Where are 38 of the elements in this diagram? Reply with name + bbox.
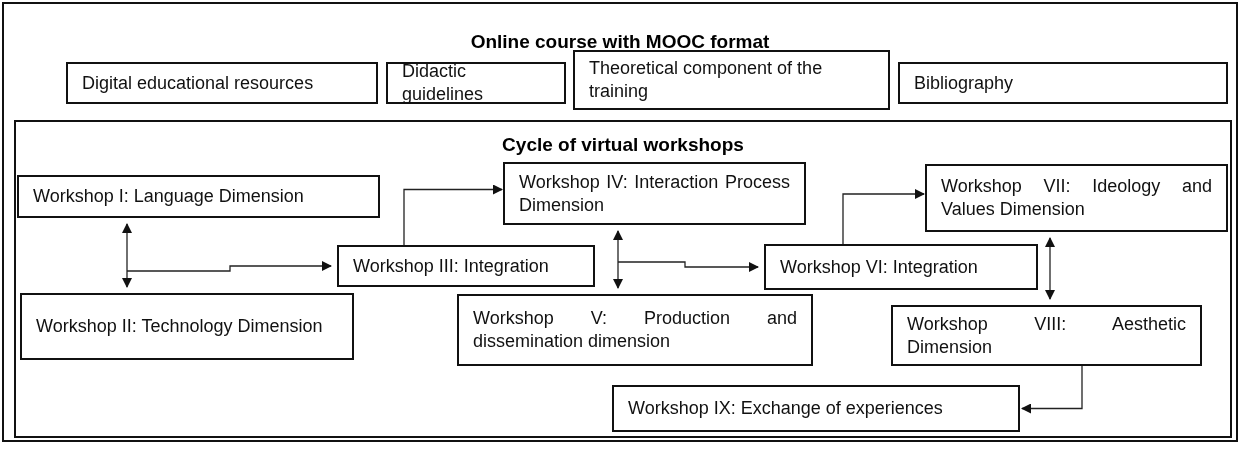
process-box [573,50,890,110]
process-box [891,305,1202,366]
frame-title: Online course with MOOC format [469,30,771,54]
process-box [457,294,813,366]
double-arrow [122,223,132,288]
frame-box [2,2,1238,442]
process-box [20,293,354,360]
arrow [1021,365,1083,414]
process-box [898,62,1228,104]
box-label: Workshop VIII: Aesthetic Dimension [907,312,1186,359]
process-box [337,245,595,287]
process-box [386,62,566,104]
frame-title: Cycle of virtual workshops [501,133,745,157]
box-label: Didactic guidelines [402,60,485,106]
box-label: Workshop I: Language Dimension [33,185,305,208]
arrow [842,189,925,245]
process-box [612,385,1020,432]
process-box [925,164,1228,232]
process-box [66,62,378,104]
process-box [764,244,1038,290]
arrow [126,261,332,272]
box-label: Theoretical component of the training [589,57,824,103]
frame-box [14,120,1232,438]
arrow [403,184,503,246]
box-label: Workshop II: Technology Dimension [36,315,324,338]
box-label: Workshop III: Integration [353,254,550,278]
box-label: Digital educational resources [82,71,315,95]
double-arrow [613,230,623,289]
box-label: Workshop V: Production and dissemination dimension [473,307,797,353]
box-label: Bibliography [914,71,1015,95]
process-box [17,175,380,218]
double-arrow [1045,237,1055,300]
arrow [617,261,759,272]
box-label: Workshop VI: Integration [780,255,979,279]
box-label: Workshop IX: Exchange of experiences [628,397,944,420]
box-label: Workshop VII: Ideology and Values Dimension [941,175,1212,221]
process-box [503,162,806,225]
box-label: Workshop IV: Interaction Process Dimension [519,170,790,217]
